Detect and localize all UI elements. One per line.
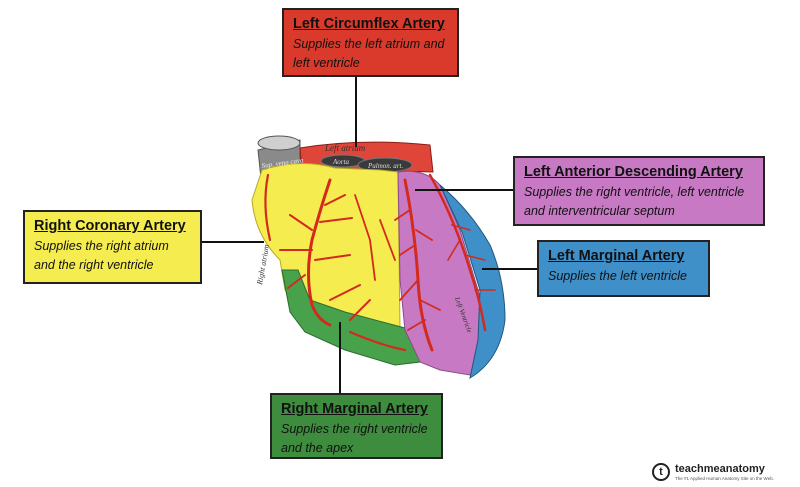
pulmonary-artery-heart-label: Pulmon. art.	[367, 162, 403, 170]
leader-line-rca	[202, 241, 264, 243]
left-circumflex-description: Supplies the left atrium and left ventri…	[293, 37, 445, 70]
right-coronary-label-box: Right Coronary Artery Supplies the right…	[23, 210, 202, 284]
left-anterior-descending-title: Left Anterior Descending Artery	[524, 164, 743, 180]
right-atrium-heart-label: Right atrium	[255, 244, 271, 287]
brand-tagline: The #1 Applied Human Anatomy Site on the…	[675, 476, 774, 481]
left-circumflex-title: Left Circumflex Artery	[293, 16, 445, 32]
left-circumflex-label-box: Left Circumflex Artery Supplies the left…	[282, 8, 459, 77]
left-marginal-label-box: Left Marginal Artery Supplies the left v…	[537, 240, 710, 297]
right-marginal-description: Supplies the right ventricle and the ape…	[281, 422, 428, 455]
left-anterior-descending-description: Supplies the right ventricle, left ventr…	[524, 185, 745, 218]
leader-line-circumflex	[355, 77, 357, 147]
left-marginal-region	[439, 184, 506, 380]
coronary-artery-branches	[264, 173, 496, 352]
leader-line-right-marginal	[339, 322, 341, 393]
left-anterior-descending-label-box: Left Anterior Descending Artery Supplies…	[513, 156, 765, 226]
left-atrium-heart-label: Left atrium	[324, 143, 366, 153]
right-marginal-title: Right Marginal Artery	[281, 401, 428, 417]
leader-line-lad	[415, 189, 513, 191]
left-marginal-title: Left Marginal Artery	[548, 248, 685, 264]
right-coronary-title: Right Coronary Artery	[34, 218, 186, 234]
aorta-heart-label: Aorta	[332, 158, 349, 166]
left-marginal-description: Supplies the left ventricle	[548, 269, 687, 283]
right-coronary-description: Supplies the right atrium and the right …	[34, 239, 169, 272]
brand-name: teachmeanatomy	[675, 463, 765, 475]
teachmeanatomy-branding[interactable]: t teachmeanatomy The #1 Applied Human An…	[652, 463, 792, 485]
right-marginal-label-box: Right Marginal Artery Supplies the right…	[270, 393, 443, 459]
teachmeanatomy-logo-icon: t	[652, 463, 670, 481]
leader-line-left-marginal	[482, 268, 537, 270]
